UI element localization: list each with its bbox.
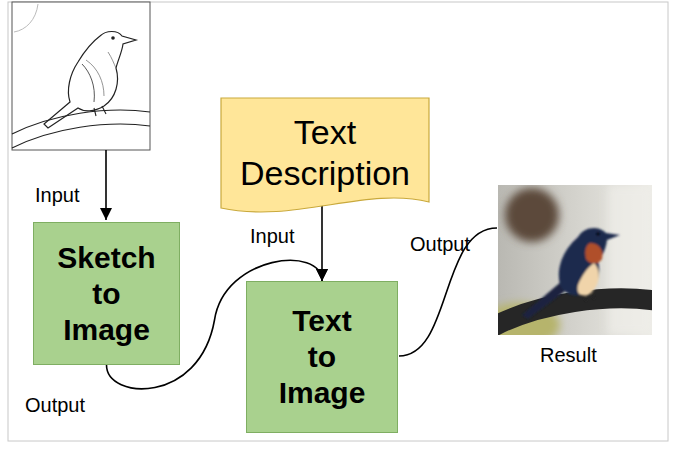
flow-label: Input [250, 224, 294, 248]
sketch-picture [12, 2, 150, 150]
process-box: Sketch to Image [33, 222, 180, 365]
input-arrow [105, 150, 107, 220]
document-shape: Text Description [221, 98, 429, 216]
flow-label: Output [410, 232, 470, 256]
flow-label: Output [25, 393, 85, 417]
process-box: Text to Image [246, 281, 398, 433]
outer-frame [8, 2, 668, 441]
flow-connector [321, 205, 323, 281]
output-line [399, 228, 497, 356]
result-photo [480, 185, 658, 347]
flow-label: Result [540, 343, 597, 367]
flow-label: Input [35, 183, 79, 207]
node-label: Sketch to Image [54, 240, 159, 348]
node-label: Text Description [235, 112, 415, 194]
node-label: Text to Image [276, 303, 368, 411]
document-outline-path [221, 98, 429, 212]
